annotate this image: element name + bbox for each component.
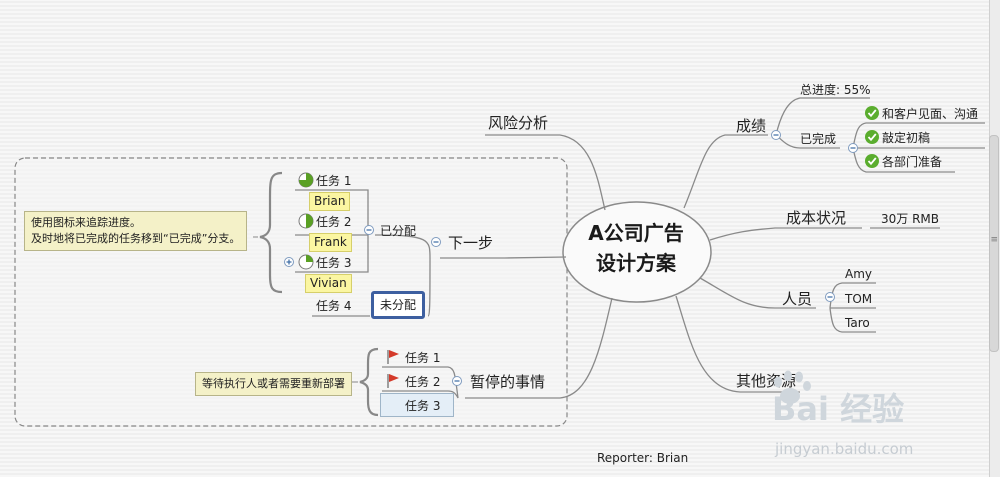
branch-line-risk bbox=[485, 134, 606, 211]
assigned-task-3[interactable]: 任务 3 bbox=[316, 256, 352, 270]
brace-paused bbox=[359, 347, 379, 417]
topic-next-step[interactable]: 下一步 bbox=[448, 234, 494, 252]
progress-pies bbox=[298, 172, 314, 270]
paused-task-3[interactable]: 任务 3 bbox=[405, 399, 441, 413]
watermark-brand: Bai 经验 bbox=[772, 390, 905, 428]
scroll-grip-icon: ≡ bbox=[990, 235, 998, 245]
branch-line-cost bbox=[709, 227, 862, 241]
note-line-1: 使用图标来追踪进度。 bbox=[31, 216, 141, 229]
paused-note[interactable]: 等待执行人或者需要重新部署 bbox=[195, 372, 352, 396]
branch-line-people bbox=[699, 277, 816, 309]
check-icon bbox=[865, 106, 879, 120]
progress-pie-fill bbox=[306, 214, 313, 228]
branch-line-next bbox=[440, 256, 567, 259]
subtopic-assigned[interactable]: 已分配 bbox=[380, 224, 417, 238]
reporter-label: Reporter: Brian bbox=[597, 451, 689, 465]
central-topic-line1: A公司广告 bbox=[588, 221, 684, 245]
progress-pie-fill bbox=[306, 255, 313, 262]
paused-task-2[interactable]: 任务 2 bbox=[405, 375, 441, 389]
paused-task-1[interactable]: 任务 1 bbox=[405, 351, 441, 365]
check-icon bbox=[865, 154, 879, 168]
branch-line-paused bbox=[465, 297, 613, 399]
check-icons bbox=[865, 106, 879, 168]
member-taro[interactable]: Taro bbox=[845, 316, 870, 330]
topic-people[interactable]: 人员 bbox=[782, 290, 813, 308]
task-2-owner[interactable]: Frank bbox=[309, 233, 352, 252]
task-3-owner[interactable]: Vivian bbox=[305, 274, 352, 293]
assigned-task-1[interactable]: 任务 1 bbox=[316, 174, 352, 188]
brace-next bbox=[259, 171, 283, 294]
topic-risk[interactable]: 风险分析 bbox=[488, 114, 549, 132]
central-topic[interactable]: A公司广告 设计方案 bbox=[566, 218, 706, 278]
subtopic-unassigned[interactable]: 未分配 bbox=[371, 291, 426, 319]
next-step-note[interactable]: 使用图标来追踪进度。 及时地将已完成的任务移到“已完成”分支。 bbox=[24, 211, 248, 251]
scrollbar-thumb[interactable] bbox=[989, 135, 999, 352]
note-line-2: 及时地将已完成的任务移到“已完成”分支。 bbox=[31, 232, 241, 245]
subtopic-completed[interactable]: 已完成 bbox=[800, 132, 837, 146]
cost-value[interactable]: 30万 RMB bbox=[881, 212, 940, 226]
member-amy[interactable]: Amy bbox=[845, 267, 872, 281]
unassigned-task[interactable]: 任务 4 bbox=[316, 299, 352, 313]
topic-achievements[interactable]: 成绩 bbox=[736, 117, 767, 135]
vertical-scrollbar[interactable]: ≡ bbox=[989, 0, 1000, 477]
flag-icon bbox=[387, 350, 399, 364]
central-topic-line2: 设计方案 bbox=[596, 251, 676, 275]
branch-line-achievements bbox=[683, 134, 768, 209]
central-topic-shape[interactable] bbox=[562, 201, 712, 303]
topic-cost[interactable]: 成本状况 bbox=[786, 209, 847, 227]
progress-pie-fill bbox=[299, 173, 313, 187]
completed-item-3[interactable]: 各部门准备 bbox=[882, 155, 943, 169]
branch-line-resources bbox=[675, 295, 800, 393]
watermark-url: jingyan.baidu.com bbox=[775, 440, 914, 458]
task-1-owner[interactable]: Brian bbox=[309, 192, 351, 211]
completed-item-1[interactable]: 和客户见面、沟通 bbox=[882, 107, 979, 121]
flag-icon bbox=[387, 374, 399, 388]
check-icon bbox=[865, 130, 879, 144]
member-tom[interactable]: TOM bbox=[845, 292, 873, 306]
selected-task-highlight bbox=[380, 393, 454, 417]
paw-logo-icon bbox=[774, 370, 811, 404]
assigned-task-2[interactable]: 任务 2 bbox=[316, 215, 352, 229]
completed-item-2[interactable]: 敲定初稿 bbox=[882, 131, 931, 145]
subtopic-progress[interactable]: 总进度: 55% bbox=[800, 83, 871, 97]
topic-paused[interactable]: 暂停的事情 bbox=[470, 373, 546, 391]
